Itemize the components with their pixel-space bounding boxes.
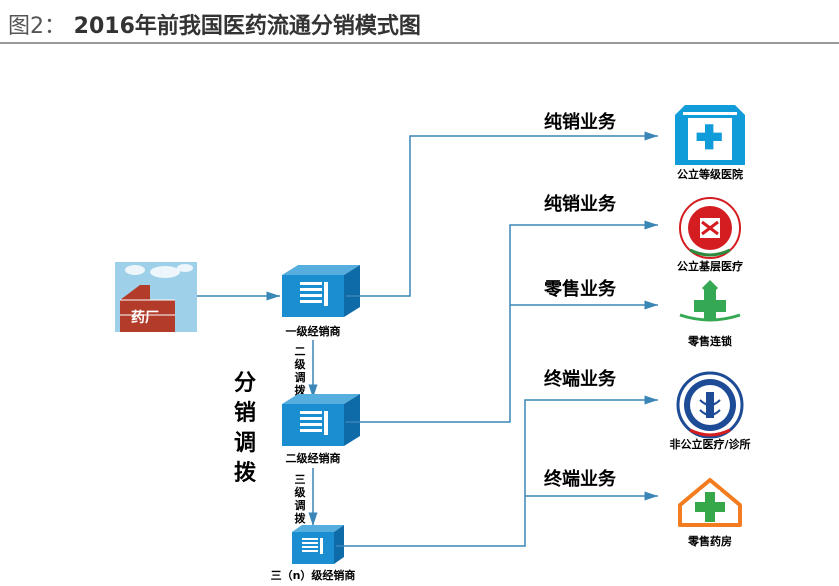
connector-2-label-4: 拨 <box>295 511 307 525</box>
connector-2-label-2: 级 <box>294 485 307 499</box>
retail-chain-icon: 零售连锁 <box>679 280 741 348</box>
level2-node: 二级经销商 <box>282 394 360 465</box>
clinic-icon: 非公立医疗/诊所 <box>669 371 751 451</box>
factory-icon: 药厂 <box>115 262 197 332</box>
target-label-4: 非公立医疗/诊所 <box>669 437 750 451</box>
level2-label: 二级经销商 <box>286 451 341 465</box>
hospital-icon: 公立等级医院 <box>675 105 745 181</box>
line-l2-basic <box>346 220 658 423</box>
side-label-4: 拨 <box>234 461 257 486</box>
target-label-3: 零售连锁 <box>687 334 732 348</box>
connector-1-label-1: 二 <box>295 345 306 358</box>
branch-label-5: 终端业务 <box>544 468 617 490</box>
branch-label-1: 纯销业务 <box>544 111 617 133</box>
level3-label: 三（n）级经销商 <box>271 568 356 582</box>
branch-label-2: 纯销业务 <box>544 193 617 215</box>
factory-label: 药厂 <box>131 309 159 326</box>
level1-label: 一级经销商 <box>286 324 341 338</box>
side-label-2: 销 <box>234 401 256 426</box>
connector-2-label-1: 三 <box>295 473 306 486</box>
branch-label-4: 终端业务 <box>544 368 617 390</box>
side-label-1: 分 <box>234 371 256 396</box>
branch-label-3: 零售业务 <box>543 278 617 300</box>
line-l3-clinic <box>336 395 658 547</box>
level3-node: 三（n）级经销商 <box>271 525 356 582</box>
title-prefix: 图2： <box>8 14 66 39</box>
side-label-group: 分 销 调 拨 <box>234 371 257 486</box>
target-label-2: 公立基层医疗 <box>677 259 743 273</box>
title-text: 2016年前我国医药流通分销模式图 <box>73 14 421 39</box>
line-l1-hospital <box>346 131 658 297</box>
title-divider <box>0 42 839 44</box>
side-label-3: 调 <box>234 431 256 456</box>
target-label-1: 公立等级医院 <box>677 167 743 181</box>
level1-node: 一级经销商 <box>282 265 360 338</box>
connector-1-label-4: 拨 <box>295 383 307 397</box>
pharmacy-icon: 零售药房 <box>678 478 742 548</box>
page-title: 图2： 2016年前我国医药流通分销模式图 <box>8 8 421 40</box>
target-label-5: 零售药房 <box>687 534 732 548</box>
connector-2-label-3: 调 <box>295 498 306 512</box>
basic-medical-icon: 公立基层医疗 <box>677 197 743 273</box>
connector-1-label-2: 级 <box>294 357 307 371</box>
connector-1-label-3: 调 <box>295 370 306 384</box>
